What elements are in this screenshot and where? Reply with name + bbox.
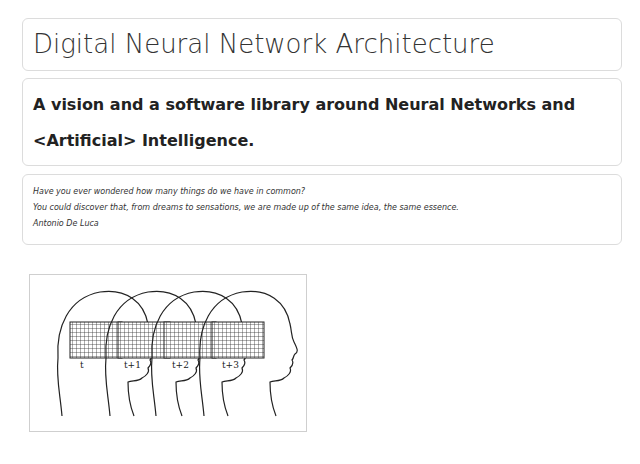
quote-line: You could discover that, from dreams to …	[33, 200, 611, 216]
quote-panel: Have you ever wondered how many things d…	[22, 174, 622, 245]
time-label: t	[80, 360, 84, 370]
heads-drawing	[57, 291, 297, 416]
time-label: t+3	[222, 360, 239, 370]
title-panel: Digital Neural Network Architecture	[22, 18, 622, 71]
time-label: t+2	[172, 360, 189, 370]
page-title: Digital Neural Network Architecture	[33, 28, 611, 60]
subtitle-text: A vision and a software library around N…	[33, 87, 611, 159]
time-label: t+1	[124, 360, 141, 370]
quote-author: Antonio De Luca	[33, 216, 611, 232]
subtitle-panel: A vision and a software library around N…	[22, 78, 622, 166]
quote-line: Have you ever wondered how many things d…	[33, 184, 611, 200]
image-frame	[30, 275, 307, 432]
